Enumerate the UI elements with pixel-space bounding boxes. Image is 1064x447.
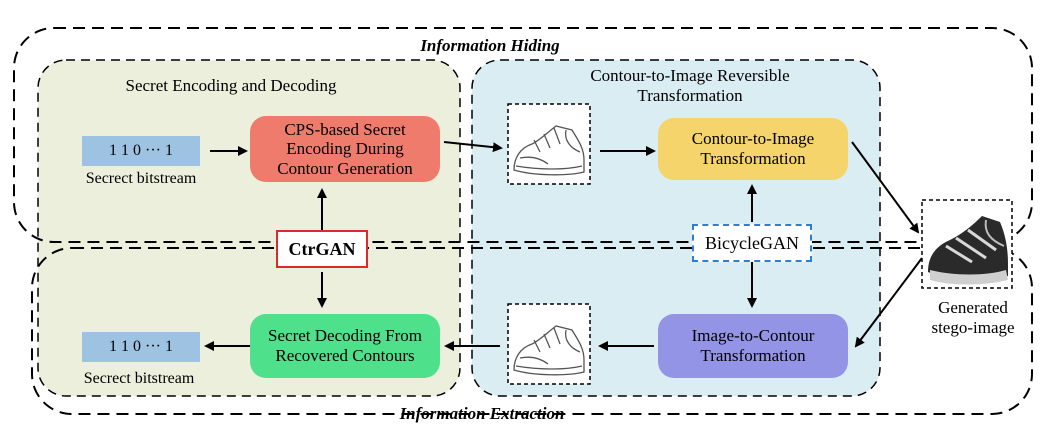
cps-encoding-box: CPS-based Secret Encoding During Contour…	[250, 116, 440, 182]
contour-to-image-box: Contour-to-Image Transformation	[658, 118, 848, 180]
contour-image-top	[507, 103, 591, 185]
information-extraction-title: Information Extraction	[399, 404, 565, 423]
encode-line1: CPS-based Secret	[284, 119, 406, 139]
bitstream-caption-top: Secrect bitstream	[85, 170, 197, 187]
transform-title-line1: Contour-to-Image Reversible	[590, 66, 790, 85]
information-hiding-title: Information Hiding	[420, 36, 560, 55]
stego-caption: Generated stego-image	[918, 298, 1028, 337]
image-to-contour-box: Image-to-Contour Transformation	[658, 314, 848, 378]
encoding-panel-title: Secret Encoding and Decoding	[125, 76, 337, 95]
decode-line2: Recovered Contours	[275, 346, 415, 365]
information-hiding-region	[13, 27, 1033, 243]
stego-image	[921, 199, 1013, 289]
bitstream-box-bottom: 1 1 0 ··· 1	[82, 332, 200, 362]
stego-line2: stego-image	[931, 317, 1015, 337]
decode-line1: Secret Decoding From	[268, 326, 422, 346]
c2i-line1: Contour-to-Image	[691, 129, 815, 149]
ctrgan-box: CtrGAN	[276, 230, 368, 268]
transform-title-line2: Transformation	[637, 85, 743, 105]
i2c-line1: Image-to-Contour	[691, 326, 815, 346]
arrow-encode-to-contour	[443, 141, 503, 153]
transform-panel-title: Contour-to-Image Reversible Transformati…	[580, 66, 800, 105]
encode-line2: Encoding During	[286, 139, 404, 159]
encode-line3: Contour Generation	[277, 158, 413, 178]
secret-decoding-box: Secret Decoding From Recovered Contours	[250, 314, 440, 378]
arrow-c2i-to-stego	[851, 141, 920, 234]
bicyclegan-box: BicycleGAN	[692, 224, 812, 262]
information-extraction-region	[31, 247, 1033, 415]
bitstream-box-top: 1 1 0 ··· 1	[82, 136, 200, 166]
stego-line1: Generated	[938, 298, 1008, 317]
c2i-line2: Transformation	[700, 149, 806, 168]
contour-image-bottom	[507, 303, 591, 385]
arrow-stego-to-i2c	[854, 257, 923, 348]
bitstream-caption-bottom: Secrect bitstream	[83, 370, 195, 387]
i2c-line2: Transformation	[700, 346, 806, 365]
